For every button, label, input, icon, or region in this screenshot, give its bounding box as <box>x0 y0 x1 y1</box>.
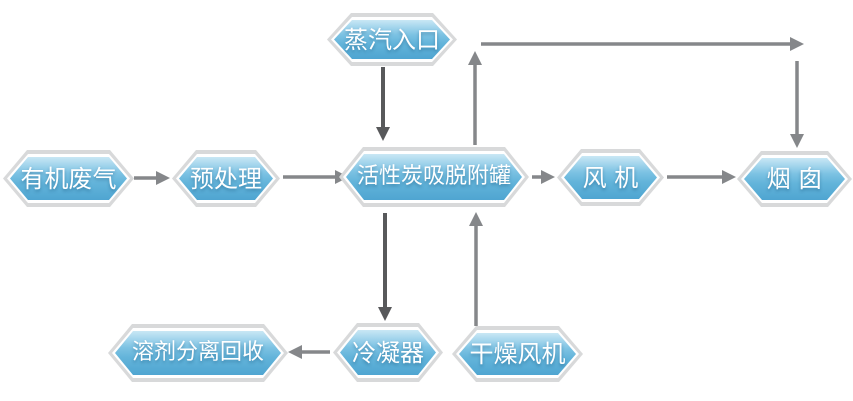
node-label-organic-waste-gas: 有机废气 <box>20 164 117 193</box>
node-label-carbon-adsorption-tank: 活性炭吸脱附罐 <box>356 164 511 189</box>
node-fan: 风 机 <box>557 149 664 206</box>
node-steam-inlet: 蒸汽入口 <box>327 13 457 66</box>
node-drying-fan: 干燥风机 <box>452 326 583 382</box>
node-shape-fill <box>340 330 436 375</box>
node-chimney: 烟 囱 <box>737 151 852 207</box>
node-label-solvent-recovery: 溶剂分离回收 <box>131 340 264 365</box>
node-label-drying-fan: 干燥风机 <box>469 340 566 368</box>
node-shape-fill <box>346 154 522 200</box>
node-label-pretreatment: 预处理 <box>190 164 262 193</box>
node-label-condenser: 冷凝器 <box>352 338 424 367</box>
node-shape-fill <box>115 331 281 375</box>
node-pretreatment: 预处理 <box>172 150 280 207</box>
node-shape-fill <box>179 157 273 200</box>
node-carbon-adsorption-tank: 活性炭吸脱附罐 <box>339 147 529 207</box>
node-condenser: 冷凝器 <box>333 323 443 382</box>
node-organic-waste-gas: 有机废气 <box>3 150 134 207</box>
node-shape-fill <box>744 158 845 200</box>
node-solvent-recovery: 溶剂分离回收 <box>108 324 288 382</box>
node-label-steam-inlet: 蒸汽入口 <box>344 25 440 54</box>
node-label-chimney: 烟 囱 <box>766 165 823 193</box>
node-shape-fill <box>459 333 576 375</box>
node-shape-fill <box>334 20 450 59</box>
node-label-fan: 风 机 <box>582 163 639 192</box>
node-shape-fill <box>10 157 127 200</box>
node-shape-fill <box>564 156 657 199</box>
